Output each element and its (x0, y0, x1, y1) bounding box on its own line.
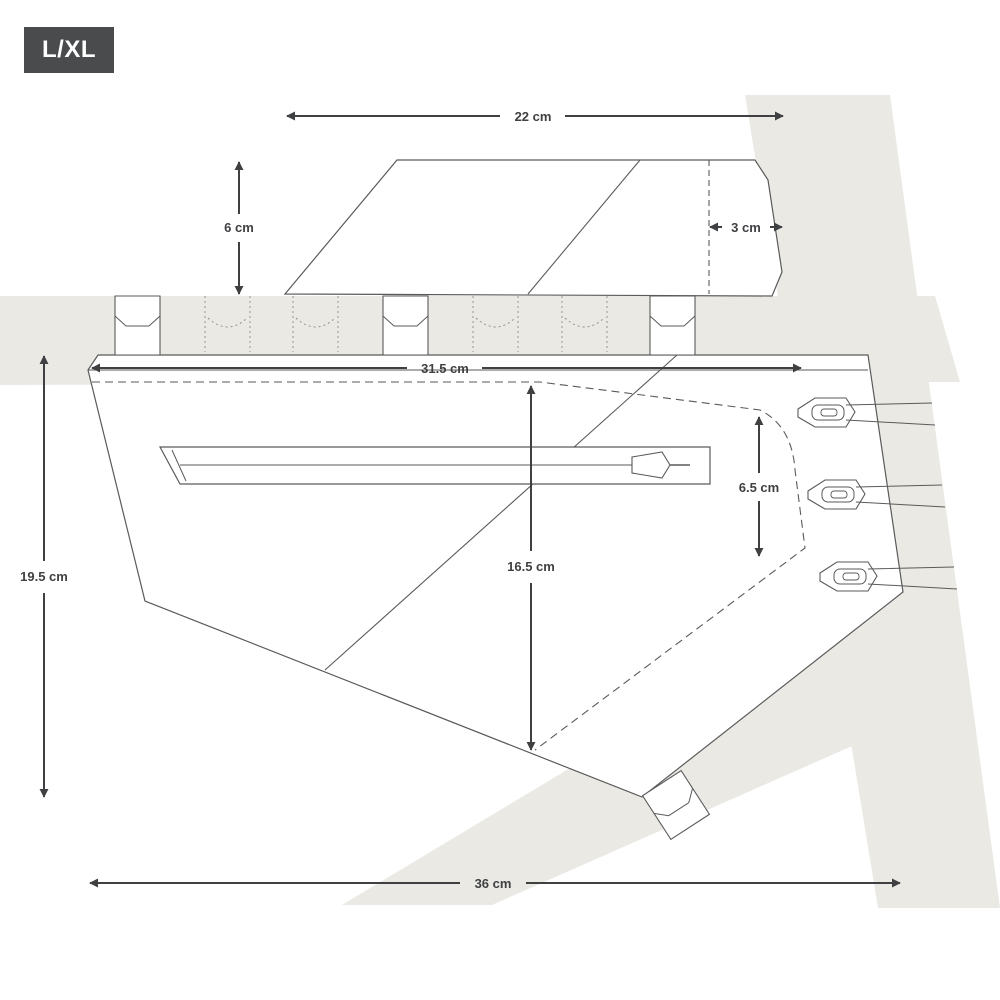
size-badge: L/XL (24, 27, 114, 73)
dimension-label: 6 cm (224, 220, 254, 235)
seat-tube-mounts (797, 397, 958, 592)
velcro-strap-icon (641, 769, 711, 841)
top-tube-straps (114, 295, 696, 356)
dimension-label: 19.5 cm (20, 569, 68, 584)
dimension-side-height: 6.5 cm (739, 416, 779, 557)
zipper-icon (158, 446, 711, 485)
velcro-strap-icon (114, 295, 161, 356)
dimension-top-width: 22 cm (286, 109, 784, 124)
dimension-top-end-depth: 3 cm (709, 220, 783, 235)
bottle-cage-bolt-icon (807, 479, 946, 510)
bottle-cage-bolt-icon (797, 397, 936, 428)
frame-bag-seam (324, 354, 678, 671)
velcro-strap-icon (382, 295, 429, 356)
dimension-label: 31.5 cm (421, 361, 469, 376)
bottle-cage-bolt-icon (819, 561, 958, 592)
dimension-main-top-width: 31.5 cm (91, 361, 802, 376)
zipper-pull (631, 451, 671, 479)
dimension-top-height: 6 cm (224, 161, 254, 295)
dimension-label: 22 cm (515, 109, 552, 124)
dimension-label: 6.5 cm (739, 480, 779, 495)
dimension-bottom-width: 36 cm (89, 876, 901, 891)
velcro-strap-icon (649, 295, 696, 356)
top-tube-bag (283, 159, 783, 297)
hidden-strap-outlines (204, 296, 608, 352)
dimension-label: 36 cm (475, 876, 512, 891)
top-bag-seam (527, 159, 641, 295)
top-bag-body (283, 159, 783, 297)
dimension-label: 16.5 cm (507, 559, 555, 574)
dimension-label: 3 cm (731, 220, 761, 235)
frame-bag-inner-outline (92, 381, 806, 751)
main-frame-bag (87, 354, 904, 798)
zipper-end-line (171, 449, 187, 482)
dimension-main-height: 16.5 cm (507, 385, 555, 751)
dimension-overall-height: 19.5 cm (20, 355, 68, 798)
